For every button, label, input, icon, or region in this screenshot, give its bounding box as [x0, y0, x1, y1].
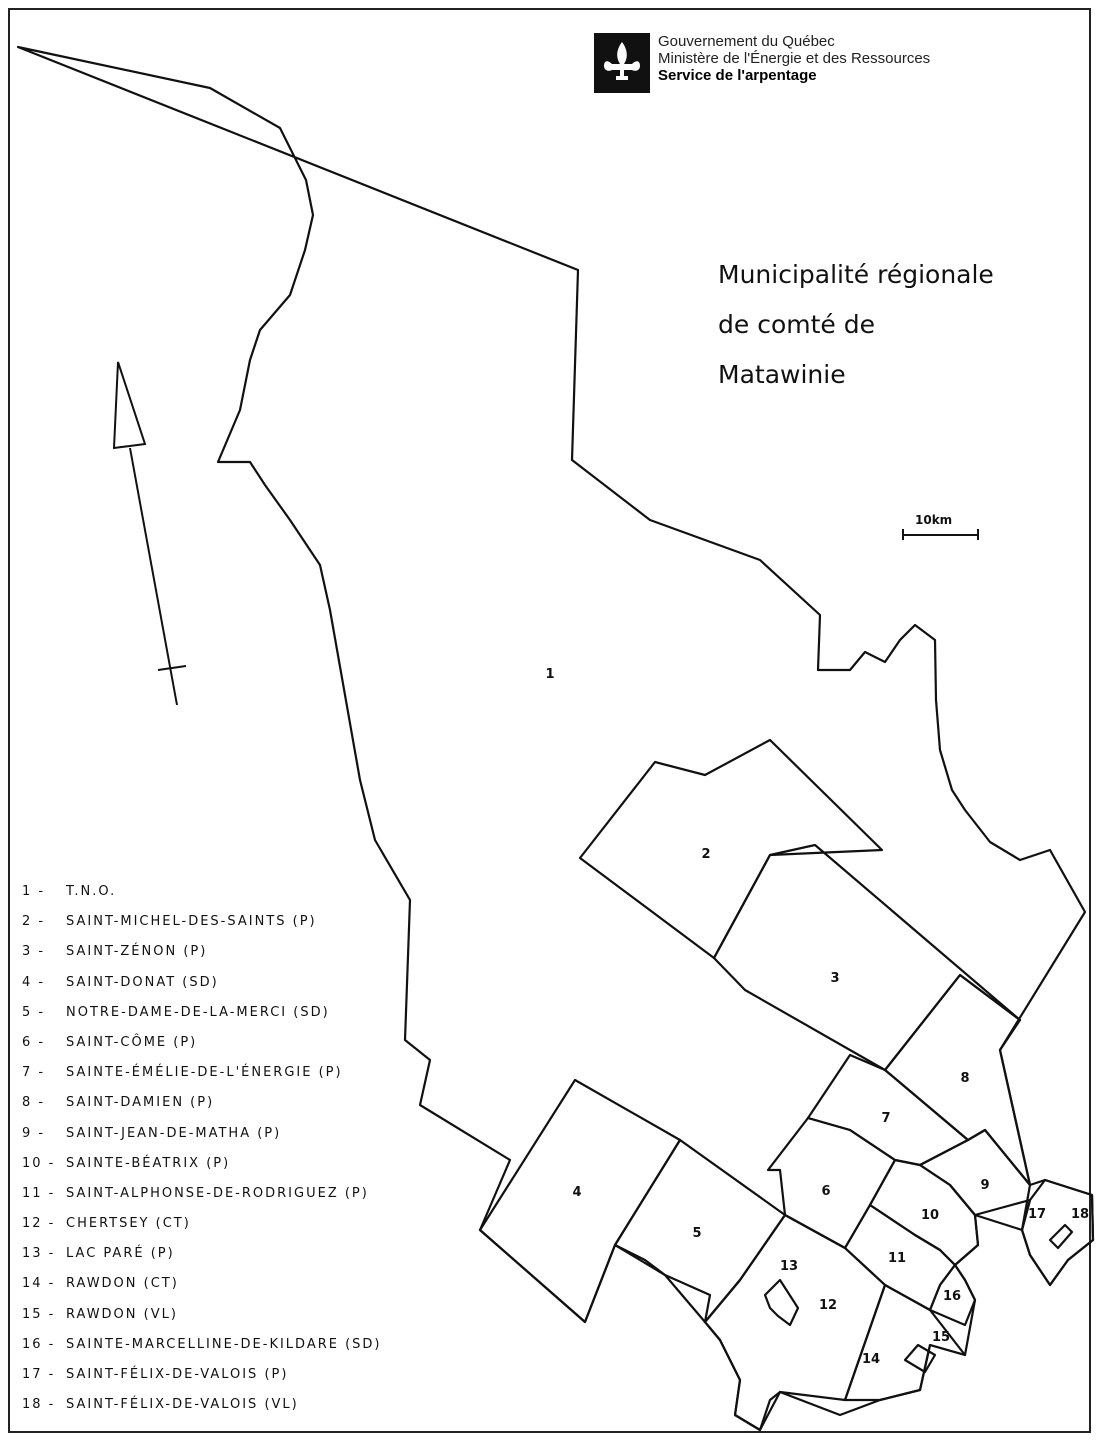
legend-name: SAINT-CÔME (P)	[66, 1034, 198, 1050]
legend-number: 5 -	[22, 1004, 46, 1020]
region-label-4: 4	[572, 1185, 581, 1200]
legend-name: SAINTE-BÉATRIX (P)	[66, 1155, 231, 1171]
region-label-12: 12	[819, 1298, 837, 1313]
legend-name: SAINTE-ÉMÉLIE-DE-L'ÉNERGIE (P)	[66, 1065, 343, 1081]
legend-name: SAINT-DAMIEN (P)	[66, 1095, 215, 1111]
legend-number: 2 -	[22, 914, 46, 930]
legend-number: 16 -	[22, 1336, 56, 1352]
legend-item: 9 - SAINT-JEAN-DE-MATHA (P)	[22, 1119, 382, 1149]
region-outline-16	[928, 1263, 977, 1327]
legend-item: 1 - T.N.O.	[22, 877, 382, 907]
legend-number: 7 -	[22, 1065, 46, 1081]
north-arrow-icon	[112, 361, 187, 706]
title-line-2: de comté de	[718, 310, 875, 339]
header: Gouvernement du Québec Ministère de l'Én…	[594, 33, 930, 93]
legend-item: 7 - SAINTE-ÉMÉLIE-DE-L'ÉNERGIE (P)	[22, 1058, 382, 1088]
legend-name: SAINT-DONAT (SD)	[66, 974, 219, 990]
legend-number: 14 -	[22, 1276, 56, 1292]
region-outline-4	[478, 1078, 682, 1324]
legend-item: 10 - SAINTE-BÉATRIX (P)	[22, 1149, 382, 1179]
legend-name: RAWDON (VL)	[66, 1306, 178, 1322]
region-outline-7	[806, 1053, 970, 1167]
region-outline-6	[766, 1116, 897, 1250]
org-line-1: Gouvernement du Québec	[658, 33, 835, 50]
legend-name: CHERTSEY (CT)	[66, 1216, 191, 1232]
title-line-3: Matawinie	[718, 360, 846, 389]
org-line-3: Service de l'arpentage	[658, 67, 817, 84]
legend-item: 12 - CHERTSEY (CT)	[22, 1209, 382, 1239]
region-label-16: 16	[943, 1289, 961, 1304]
scale-label: 10km	[915, 513, 953, 527]
legend-number: 13 -	[22, 1246, 56, 1262]
region-label-18: 18	[1071, 1207, 1089, 1222]
legend-item: 4 - SAINT-DONAT (SD)	[22, 968, 382, 998]
legend-name: SAINT-ALPHONSE-DE-RODRIGUEZ (P)	[66, 1185, 369, 1201]
legend-number: 12 -	[22, 1216, 56, 1232]
region-label-9: 9	[980, 1178, 989, 1193]
region-label-3: 3	[830, 971, 839, 986]
legend: 1 - T.N.O. 2 - SAINT-MICHEL-DES-SAINTS (P) 3…	[22, 877, 382, 1420]
region-outline-8	[883, 973, 1032, 1187]
region-label-2: 2	[701, 847, 710, 862]
legend-name: SAINTE-MARCELLINE-DE-KILDARE (SD)	[66, 1336, 382, 1352]
legend-name: NOTRE-DAME-DE-LA-MERCI (SD)	[66, 1004, 330, 1020]
legend-item: 2 - SAINT-MICHEL-DES-SAINTS (P)	[22, 907, 382, 937]
title-line-1: Municipalité régionale	[718, 260, 994, 289]
region-label-7: 7	[881, 1111, 890, 1126]
legend-name: SAINT-ZÉNON (P)	[66, 944, 208, 960]
region-label-15: 15	[932, 1330, 950, 1345]
legend-item: 18 - SAINT-FÉLIX-DE-VALOIS (VL)	[22, 1390, 382, 1420]
legend-number: 15 -	[22, 1306, 56, 1322]
legend-item: 6 - SAINT-CÔME (P)	[22, 1028, 382, 1058]
region-label-14: 14	[862, 1352, 880, 1367]
legend-item: 14 - RAWDON (CT)	[22, 1269, 382, 1299]
region-outline-13	[763, 1278, 800, 1327]
legend-name: SAINT-FÉLIX-DE-VALOIS (VL)	[66, 1397, 299, 1413]
legend-item: 8 - SAINT-DAMIEN (P)	[22, 1088, 382, 1118]
legend-number: 8 -	[22, 1095, 46, 1111]
legend-number: 18 -	[22, 1397, 56, 1413]
scale-bar	[902, 529, 979, 540]
region-label-1: 1	[545, 667, 554, 682]
legend-item: 16 - SAINTE-MARCELLINE-DE-KILDARE (SD)	[22, 1330, 382, 1360]
region-label-10: 10	[921, 1208, 939, 1223]
region-outline-3	[712, 843, 1022, 1072]
legend-number: 4 -	[22, 974, 46, 990]
region-outline-15	[903, 1343, 937, 1374]
legend-item: 13 - LAC PARÉ (P)	[22, 1239, 382, 1269]
org-line-2: Ministère de l'Énergie et des Ressources	[658, 50, 931, 67]
region-label-6: 6	[821, 1184, 830, 1199]
legend-number: 9 -	[22, 1125, 46, 1141]
legend-name: SAINT-FÉLIX-DE-VALOIS (P)	[66, 1367, 289, 1382]
legend-number: 17 -	[22, 1367, 56, 1382]
region-outline-12	[703, 1213, 887, 1432]
region-outline-14	[843, 1283, 967, 1402]
legend-name: RAWDON (CT)	[66, 1276, 179, 1292]
legend-number: 1 -	[22, 884, 46, 899]
legend-item: 15 - RAWDON (VL)	[22, 1300, 382, 1330]
legend-name: LAC PARÉ (P)	[66, 1246, 175, 1262]
legend-item: 3 - SAINT-ZÉNON (P)	[22, 937, 382, 967]
legend-number: 11 -	[22, 1185, 56, 1201]
legend-item: 5 - NOTRE-DAME-DE-LA-MERCI (SD)	[22, 998, 382, 1028]
legend-number: 3 -	[22, 944, 46, 960]
legend-item: 17 - SAINT-FÉLIX-DE-VALOIS (P)	[22, 1360, 382, 1390]
legend-number: 10 -	[22, 1155, 56, 1171]
region-outline-17	[1020, 1178, 1095, 1287]
legend-name: SAINT-MICHEL-DES-SAINTS (P)	[66, 914, 317, 930]
region-outline-18	[1048, 1223, 1074, 1250]
legend-name: T.N.O.	[66, 884, 117, 899]
region-label-8: 8	[960, 1071, 969, 1086]
legend-item: 11 - SAINT-ALPHONSE-DE-RODRIGUEZ (P)	[22, 1179, 382, 1209]
map-title: Municipalité régionale de comté de Mataw…	[718, 250, 994, 400]
region-label-13: 13	[780, 1259, 798, 1274]
region-label-11: 11	[888, 1251, 906, 1266]
legend-number: 6 -	[22, 1034, 46, 1050]
region-label-5: 5	[692, 1226, 701, 1241]
map-frame	[8, 8, 1091, 1433]
region-label-17: 17	[1028, 1207, 1046, 1222]
fleur-de-lis-icon	[594, 33, 650, 93]
legend-name: SAINT-JEAN-DE-MATHA (P)	[66, 1125, 282, 1141]
